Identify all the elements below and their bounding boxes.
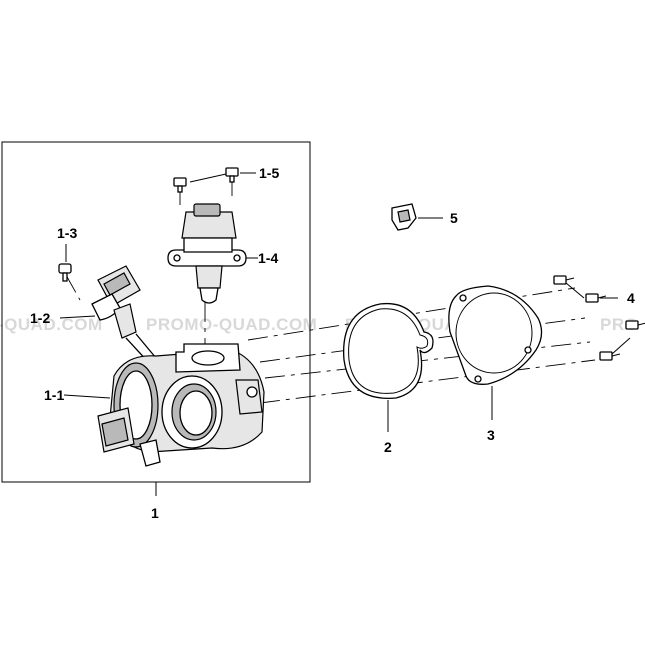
- clip-5: [391, 203, 443, 231]
- label-2: 2: [384, 439, 392, 455]
- label-1-2: 1-2: [30, 310, 50, 326]
- watermark: -QUAD.COM PROMO-QUAD.COM PROMO-QUAD.COM …: [0, 315, 638, 334]
- label-5: 5: [450, 210, 458, 226]
- gasket-3: [448, 285, 543, 420]
- gasket-2: [342, 302, 434, 432]
- watermark-left: -QUAD.COM: [0, 315, 103, 334]
- sensor-1-2: [59, 265, 141, 339]
- label-1-5: 1-5: [259, 165, 279, 181]
- label-4: 4: [627, 290, 635, 306]
- label-1-3: 1-3: [57, 225, 77, 241]
- bolts-4: [553, 275, 645, 361]
- throttle-body-1-1: [63, 333, 265, 467]
- label-1-1: 1-1: [44, 387, 64, 403]
- label-1-4: 1-4: [258, 250, 278, 266]
- screw-1-3: [58, 244, 72, 282]
- label-1: 1: [151, 505, 159, 521]
- label-3: 3: [487, 427, 495, 443]
- idle-valve-1-4: [167, 203, 258, 304]
- screw-1-5: [173, 167, 256, 193]
- part-labels: 1 1-1 1-2 1-3 1-4 1-5 2 3 4 5: [30, 165, 635, 521]
- watermark-center: PROMO-QUAD.COM: [146, 315, 317, 334]
